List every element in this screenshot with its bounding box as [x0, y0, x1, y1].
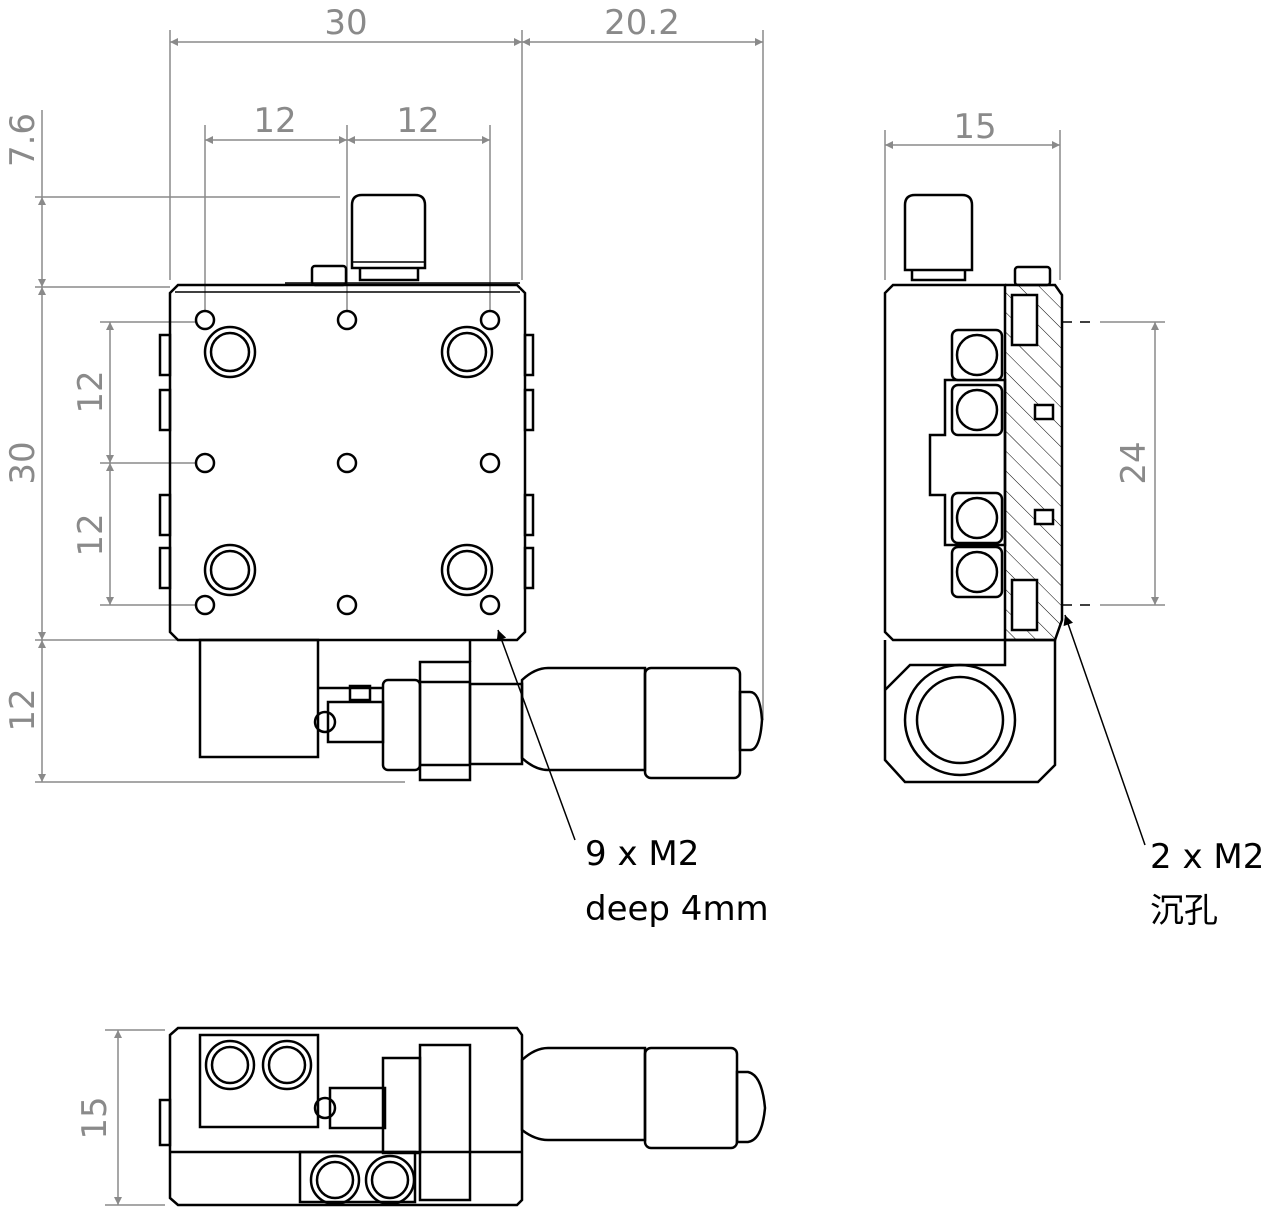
- lock-knob: [350, 193, 427, 270]
- dim-bottom-height: 15: [75, 1096, 115, 1139]
- dim-hole-spacing-upper: 12: [71, 370, 111, 413]
- dim-hole-spacing-lower: 12: [71, 513, 111, 556]
- stage-body: [158, 193, 535, 642]
- dim-micrometer-extent: 20.2: [604, 3, 680, 43]
- callout-leader: [496, 629, 576, 841]
- side-callout-counterbore: 沉孔: [1150, 891, 1218, 931]
- callout-m2-depth: deep 4mm: [585, 889, 769, 929]
- micrometer: [198, 638, 764, 782]
- dim-knob-height: 7.6: [3, 113, 43, 167]
- front-view: 30 20.2 12 12 7.6 30 12 12 12: [3, 3, 769, 929]
- bottom-view: 15: [75, 1026, 767, 1207]
- dim-bottom-extent: 12: [3, 688, 43, 731]
- callout-m2-count: 9 x M2: [585, 834, 699, 874]
- m2-holes: [194, 309, 501, 616]
- dimension-lines: [38, 38, 763, 782]
- side-view: 15 24 2 x M2 沉孔: [883, 107, 1264, 931]
- dim-side-hole-spacing: 24: [1114, 441, 1154, 484]
- dim-width-top: 30: [324, 3, 367, 43]
- dim-depth: 15: [953, 107, 996, 147]
- counterbore-holes: [203, 325, 494, 597]
- dim-body-height: 30: [3, 441, 43, 484]
- extension-lines: [35, 30, 764, 783]
- side-callout-leader: [1063, 614, 1146, 846]
- dim-hole-spacing-left: 12: [253, 101, 296, 141]
- side-callout-count: 2 x M2: [1150, 837, 1264, 877]
- dim-hole-spacing-right: 12: [396, 101, 439, 141]
